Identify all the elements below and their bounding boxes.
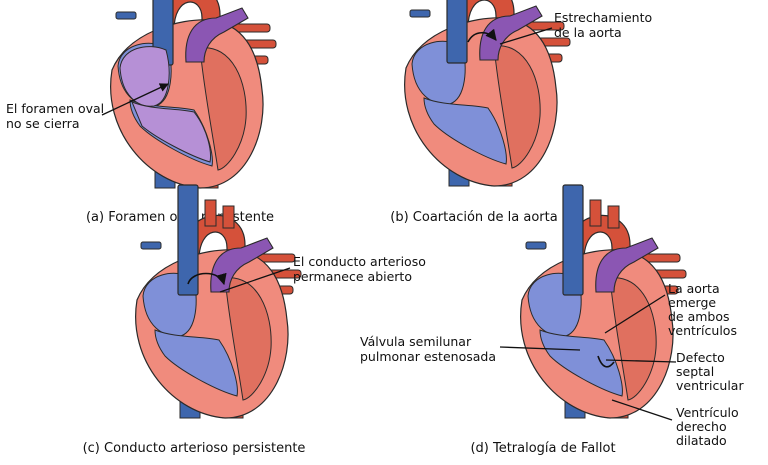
arrow-coarctation (467, 28, 497, 43)
leader-ductus (219, 267, 291, 293)
heart-illustration-b (404, 0, 571, 187)
septal-defect-mark (597, 355, 615, 368)
label-coarctation: Estrechamiento de la aorta (554, 10, 656, 40)
panel-c: El conducto arterioso permanece abierto … (83, 184, 430, 456)
panel-a: El foramen oval no se cierra (a) Foramen… (6, 0, 277, 225)
leader-overriding-aorta (604, 294, 666, 334)
label-overriding-aorta: La aorta emerge de ambos ventrículos (668, 281, 737, 338)
leader-coarctation (499, 27, 553, 45)
leader-septal-defect (605, 359, 677, 363)
caption-c: (c) Conducto arterioso persistente (83, 441, 306, 456)
label-septal-defect: Defecto septal ventricular (676, 350, 744, 393)
panel-d: La aorta emerge de ambos ventrículos Vál… (360, 184, 744, 456)
caption-b: (b) Coartación de la aorta (390, 210, 557, 225)
leader-right-ventricle (611, 399, 673, 421)
label-right-ventricle: Ventrículo derecho dilatado (676, 405, 743, 448)
caption-d: (d) Tetralogía de Fallot (470, 441, 615, 456)
label-pulmonary-stenosis: Válvula semilunar pulmonar estenosada (360, 334, 496, 364)
label-ductus: El conducto arterioso permanece abierto (293, 254, 430, 284)
label-foramen-oval: El foramen oval no se cierra (6, 101, 108, 131)
panel-b: Estrechamiento de la aorta (b) Coartació… (390, 0, 656, 225)
leader-pulmonary-stenosis (499, 346, 581, 351)
mixed-ventricle-a (131, 101, 211, 163)
arrow-ductus-loop (187, 272, 227, 286)
arrow-foramen-oval (101, 83, 169, 116)
